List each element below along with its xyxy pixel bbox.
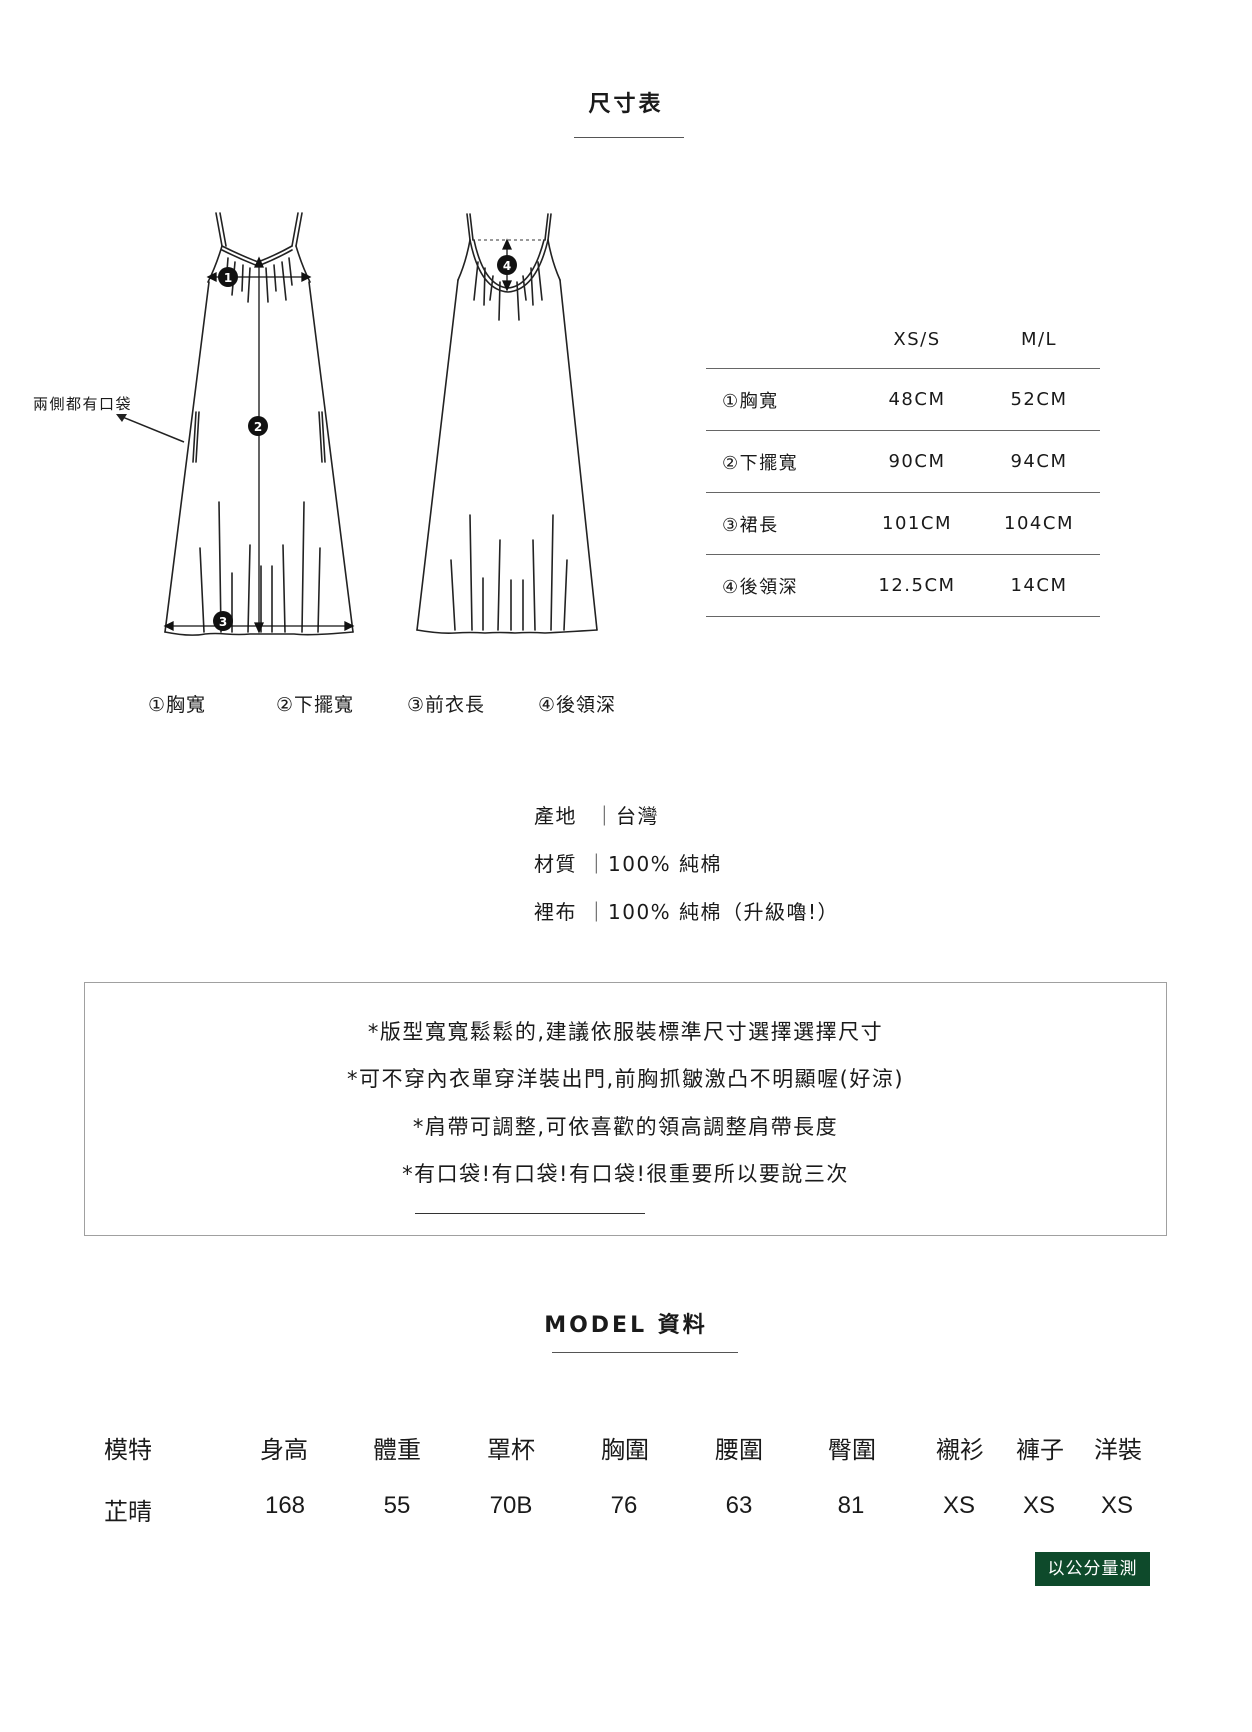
title-underline	[574, 137, 684, 138]
marker-1-icon: 1	[218, 267, 238, 287]
cell-m-l: 94CM	[1010, 451, 1068, 472]
header-cell: 襯衫	[936, 1437, 984, 1464]
cell-m-l: 104CM	[1004, 513, 1074, 534]
model-title-underline	[552, 1352, 738, 1353]
spec-lining: 裡布 ｜ 100% 純棉（升級嚕!）	[534, 896, 839, 944]
header-cell-m-l: M/L	[1020, 328, 1058, 350]
model-hip: 81	[837, 1492, 865, 1519]
model-bust: 76	[610, 1492, 638, 1519]
cell-xs-s: 90CM	[888, 451, 946, 472]
legend-item: ④後領深	[538, 694, 617, 716]
header-cell: 胸圍	[601, 1437, 649, 1464]
marker-2-icon: 2	[248, 416, 268, 436]
header-cell: 罩杯	[487, 1437, 535, 1464]
size-table: XS/S M/L ①胸寬 48CM 52CM ②下擺寬 90CM 94CM ③裙…	[706, 310, 1100, 617]
spec-material: 材質 ｜ 100% 純棉	[534, 848, 839, 896]
note-line: *可不穿內衣單穿洋裝出門,前胸抓皺激凸不明顯喔(好涼)	[346, 1067, 905, 1091]
pocket-arrow-icon	[116, 414, 185, 443]
row-label: ②下擺寬	[722, 452, 799, 474]
notes-box: *版型寬寬鬆鬆的,建議依服裝標準尺寸選擇選擇尺寸 *可不穿內衣單穿洋裝出門,前胸…	[84, 982, 1167, 1236]
table-row: ④後領深 12.5CM 14CM	[706, 555, 1100, 617]
legend-item: ①胸寬	[148, 694, 207, 716]
header-cell: 褲子	[1016, 1437, 1064, 1464]
spec-separator: ｜	[594, 804, 616, 828]
table-row: ③裙長 101CM 104CM	[706, 493, 1100, 555]
header-cell: 洋裝	[1094, 1437, 1142, 1464]
legend-item: ③前衣長	[407, 694, 486, 716]
header-cell-xs-s: XS/S	[893, 328, 941, 350]
note-line: *肩帶可調整,可依喜歡的領高調整肩帶長度	[412, 1115, 839, 1139]
table-row: ②下擺寬 90CM 94CM	[706, 431, 1100, 493]
svg-text:3: 3	[219, 615, 227, 629]
cell-xs-s: 48CM	[888, 389, 946, 410]
marker-3-icon: 3	[213, 611, 233, 631]
model-waist: 63	[725, 1492, 753, 1519]
cell-xs-s: 12.5CM	[878, 575, 956, 596]
model-height: 168	[264, 1492, 306, 1519]
header-cell: 腰圍	[715, 1437, 763, 1464]
product-specs: 產地 ｜ 台灣 材質 ｜ 100% 純棉 裡布 ｜ 100% 純棉（升級嚕!）	[534, 800, 839, 944]
model-title: MODEL 資料	[544, 1313, 708, 1338]
notes-divider	[415, 1213, 645, 1214]
model-shirt-size: XS	[942, 1492, 976, 1519]
cell-m-l: 52CM	[1010, 389, 1068, 410]
spec-origin: 產地 ｜ 台灣	[534, 800, 839, 848]
svg-text:2: 2	[254, 420, 262, 434]
header-cell: 身高	[260, 1437, 308, 1464]
spec-separator: ｜	[586, 852, 608, 876]
row-label: ①胸寬	[722, 390, 779, 412]
spec-value: 100% 純棉	[608, 852, 723, 876]
spec-separator: ｜	[586, 900, 608, 924]
size-chart-title: 尺寸表	[588, 92, 664, 117]
svg-text:4: 4	[503, 259, 511, 273]
model-weight: 55	[383, 1492, 411, 1519]
note-line: *有口袋!有口袋!有口袋!很重要所以要說三次	[402, 1162, 849, 1186]
header-cell: 臀圍	[828, 1437, 876, 1464]
note-line: *版型寬寬鬆鬆的,建議依服裝標準尺寸選擇選擇尺寸	[367, 1020, 884, 1044]
spec-value: 100% 純棉（升級嚕!）	[608, 900, 840, 924]
header-cell: 模特	[104, 1437, 152, 1464]
spec-label: 材質	[534, 852, 577, 876]
row-label: ③裙長	[722, 514, 779, 536]
dress-front-diagram: 1 2 3	[163, 212, 355, 636]
cell-xs-s: 101CM	[882, 513, 952, 534]
legend-item: ②下擺寬	[276, 694, 355, 716]
model-table-header: 模特 身高 體重 罩杯 胸圍 腰圍 臀圍 襯衫 褲子 洋裝	[0, 1430, 1252, 1470]
spec-value: 台灣	[616, 804, 659, 828]
row-label: ④後領深	[722, 576, 799, 598]
header-cell: 體重	[373, 1437, 421, 1464]
pocket-note: 兩側都有口袋	[33, 395, 133, 413]
spec-label: 裡布	[534, 900, 577, 924]
spec-label: 產地	[534, 804, 577, 828]
model-dress-size: XS	[1100, 1492, 1134, 1519]
dress-back-diagram: 4	[416, 213, 598, 634]
svg-text:1: 1	[224, 271, 232, 285]
diagram-legend: ①胸寬 ②下擺寬 ③前衣長 ④後領深	[148, 690, 658, 717]
unit-badge: 以公分量測	[1035, 1552, 1150, 1586]
cell-m-l: 14CM	[1010, 575, 1068, 596]
size-table-header: XS/S M/L	[706, 310, 1100, 369]
marker-4-icon: 4	[497, 255, 517, 275]
model-name: 芷晴	[104, 1499, 152, 1526]
model-pants-size: XS	[1022, 1492, 1056, 1519]
table-row: ①胸寬 48CM 52CM	[706, 369, 1100, 431]
model-cup: 70B	[489, 1492, 533, 1519]
table-row: 芷晴 168 55 70B 76 63 81 XS XS XS	[0, 1492, 1252, 1532]
